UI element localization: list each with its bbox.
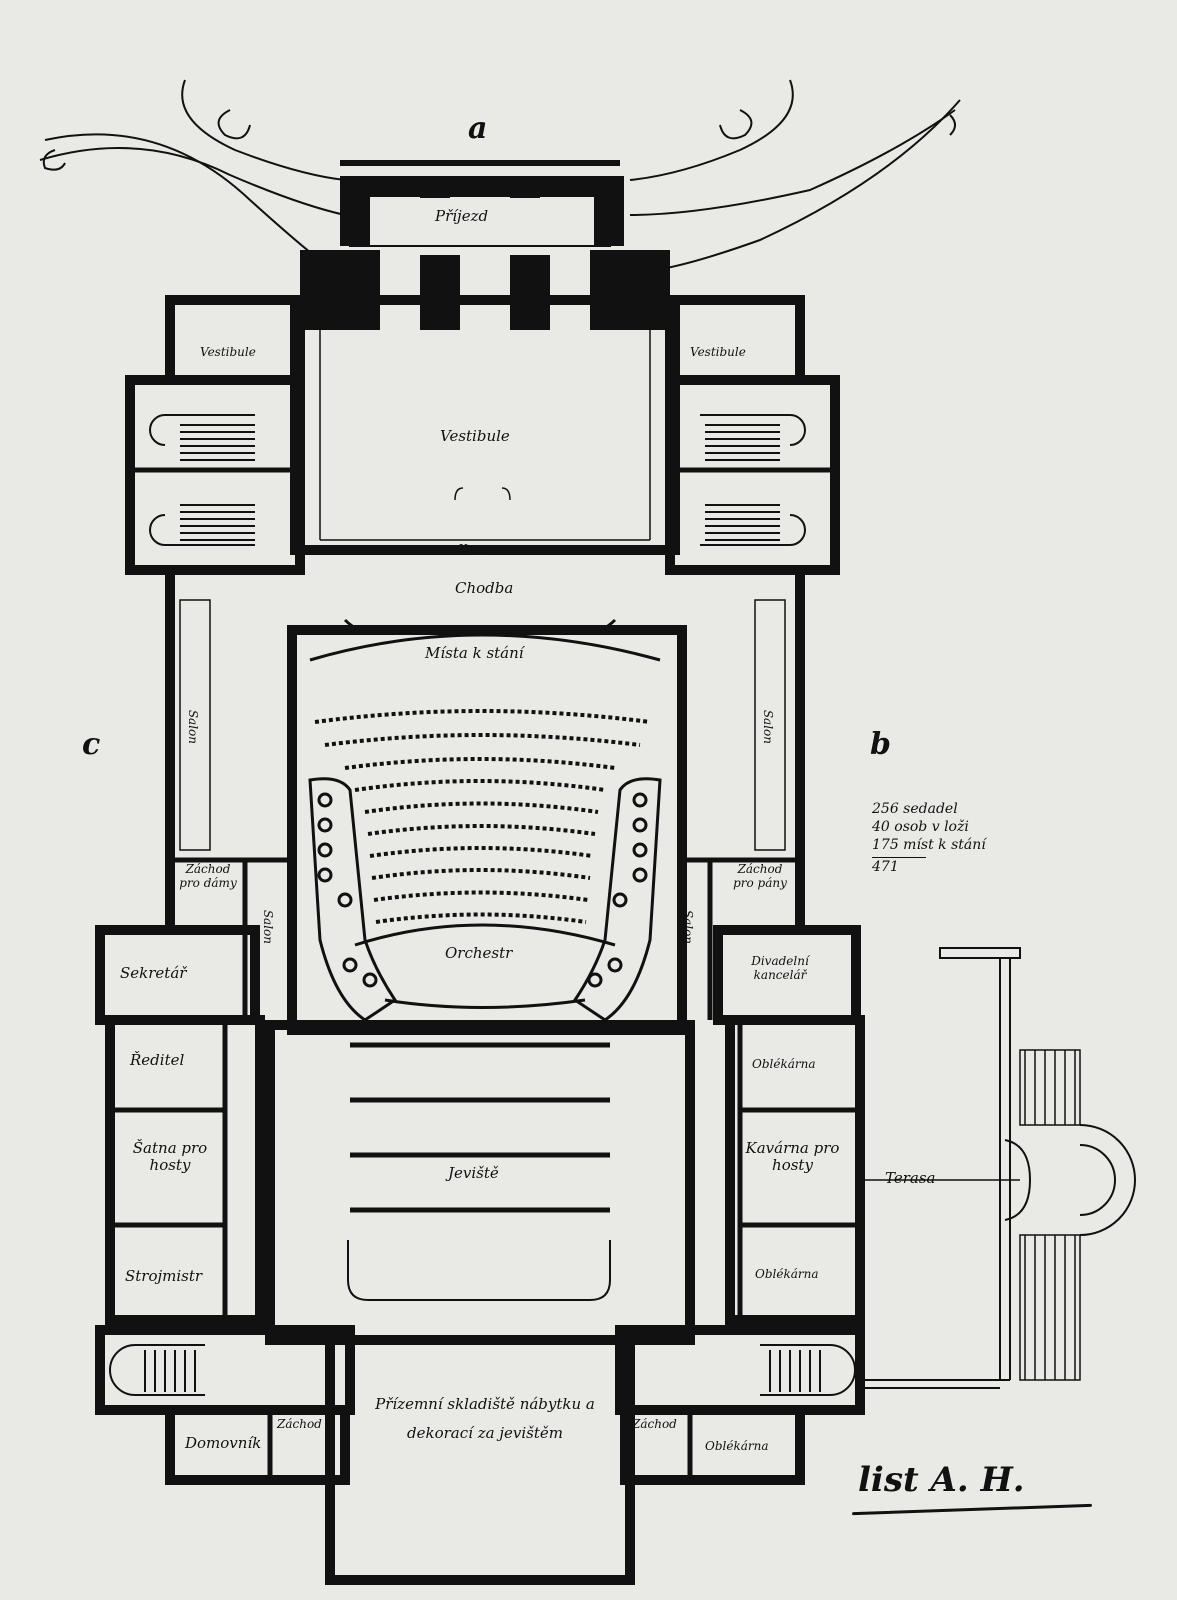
stage-walls: [265, 1020, 695, 1345]
label-kavarna: Kavárna pro hosty: [745, 1139, 840, 1175]
staircase-top-left: [149, 414, 255, 546]
marker-north: a: [468, 111, 488, 146]
signature: list A. H.: [858, 1460, 1025, 1500]
label-skladiste: Přízemní skladiště nábytku a dekorací za…: [375, 1395, 595, 1442]
label-salon-right-long: Salon: [760, 709, 775, 744]
terrace: [860, 947, 1136, 1389]
label-zachod-bottom-right: Záchod: [632, 1417, 677, 1431]
label-chodba: Chodba: [455, 579, 514, 597]
capacity-standing: 175 míst k stání: [872, 837, 986, 854]
driveway-curve-left-outer: [39, 147, 346, 216]
marker-east: b: [870, 727, 891, 762]
label-misto-stani: Místa k stání: [425, 644, 524, 662]
driveway-curve-left: [181, 79, 346, 181]
label-zachod-pany: Záchod pro pány: [733, 862, 787, 890]
label-salon-right: Salon: [680, 909, 695, 944]
label-divadelni-kancelar: Divadelní kancelář: [751, 954, 809, 982]
loge-left: [308, 777, 398, 1022]
label-oblekarna-bottom-right: Oblékárna: [705, 1439, 769, 1453]
exterior-stair: [1019, 1049, 1081, 1381]
staircase-top-right: [700, 414, 806, 546]
label-sekretar: Sekretář: [120, 964, 187, 982]
label-prijezd: Příjezd: [435, 207, 489, 225]
label-satna-hosty: Šatna pro hosty: [132, 1139, 208, 1175]
seat-rows: [314, 709, 651, 924]
label-vestibule-right: Vestibule: [690, 345, 746, 359]
label-zachod-bottom-left: Záchod: [277, 1417, 322, 1431]
stage-lines: [347, 1042, 611, 1301]
label-strojmistr: Strojmistr: [125, 1267, 203, 1285]
capacity-seats: 256 sedadel: [872, 801, 958, 817]
staircase-bottom-left: [109, 1344, 205, 1396]
label-reditel: Ředitel: [130, 1051, 185, 1069]
driveway-curve-left-lower: [44, 133, 321, 261]
capacity-loge: 40 osob v loži: [872, 819, 969, 836]
label-terasa: Terasa: [885, 1169, 936, 1187]
vestibule-walls: [290, 295, 680, 555]
label-domovnik: Domovník: [185, 1434, 262, 1452]
capacity-note: 256 sedadel 40 osob v loži 175 míst k st…: [872, 800, 1042, 876]
staircase-bottom-right: [760, 1344, 856, 1396]
label-oblekarna-bottom: Oblékárna: [755, 1267, 819, 1281]
standing-area-curve: [309, 633, 661, 662]
label-oblekarna-top: Oblékárna: [752, 1057, 816, 1071]
loge-right: [572, 777, 662, 1022]
capacity-total: 471: [872, 856, 926, 876]
driveway-curve-right: [629, 79, 794, 181]
label-jeviste: Jeviště: [448, 1164, 499, 1182]
orchestra-curve: [354, 923, 616, 947]
driveway-curve-right-outer: [629, 109, 956, 216]
label-orchestr: Orchestr: [445, 944, 513, 962]
driveway-curve-right-lower: [654, 99, 961, 271]
label-salon-left-long: Salon: [185, 709, 200, 744]
label-salon-left: Salon: [260, 909, 275, 944]
label-vestibule-main: Vestibule: [440, 427, 510, 445]
label-zachod-damy: Záchod pro dámy: [179, 862, 237, 890]
label-vestibule-left: Vestibule: [200, 345, 256, 359]
label-kasa: Kasa: [458, 542, 488, 556]
marker-west: c: [82, 727, 101, 762]
